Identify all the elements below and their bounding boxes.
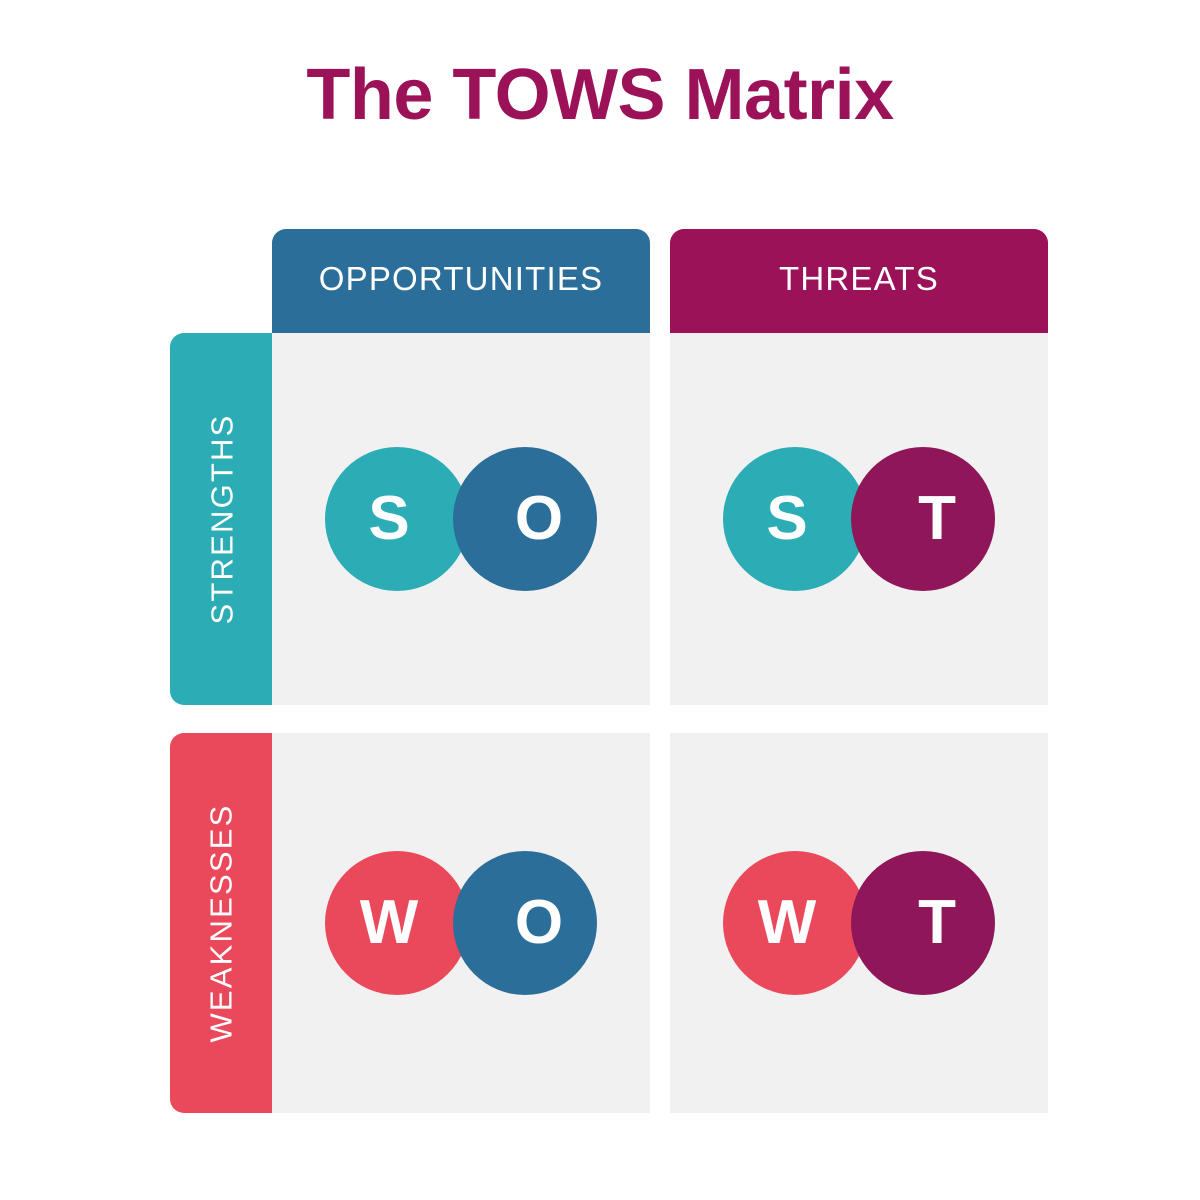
row-label-strengths: STRENGTHS (170, 333, 274, 705)
row-label-strengths-text: STRENGTHS (204, 413, 240, 625)
circle-weaknesses-wo: W (325, 851, 469, 995)
circle-weaknesses-wt: W (723, 851, 867, 995)
circle-opportunities-so: O (453, 447, 597, 591)
circle-threats-st: T (851, 447, 995, 591)
circle-letter-w-wt: W (757, 888, 817, 957)
column-header-threats: THREATS (670, 229, 1048, 333)
row-label-weaknesses-text: WEAKNESSES (204, 803, 239, 1043)
column-header-threats-label: THREATS (779, 260, 939, 297)
circle-letter-w-wo: W (359, 888, 419, 957)
quadrant-cell-wt: W T (670, 733, 1048, 1113)
circle-letter-t-wt: T (918, 888, 956, 957)
circle-strengths-so: S (325, 447, 469, 591)
quadrant-cell-wo: W O (272, 733, 650, 1113)
circle-letter-s-st: S (766, 484, 808, 553)
circle-letter-s-so: S (368, 484, 410, 553)
circle-pair-wo: W O (325, 851, 597, 995)
circle-pair-st: S T (723, 447, 995, 591)
circle-letter-t-st: T (918, 484, 956, 553)
circle-letter-o-so: O (514, 484, 564, 553)
column-header-opportunities: OPPORTUNITIES (272, 229, 650, 333)
column-header-opportunities-label: OPPORTUNITIES (318, 260, 604, 297)
circle-strengths-st: S (723, 447, 867, 591)
circle-pair-so: S O (325, 447, 597, 591)
circle-pair-wt: W T (723, 851, 995, 995)
circle-threats-wt: T (851, 851, 995, 995)
quadrant-cell-st: S T (670, 333, 1048, 705)
row-label-weaknesses: WEAKNESSES (170, 733, 274, 1113)
quadrant-cell-so: S O (272, 333, 650, 705)
page-title: The TOWS Matrix (306, 55, 894, 135)
circle-letter-o-wo: O (514, 888, 564, 957)
circle-opportunities-wo: O (453, 851, 597, 995)
